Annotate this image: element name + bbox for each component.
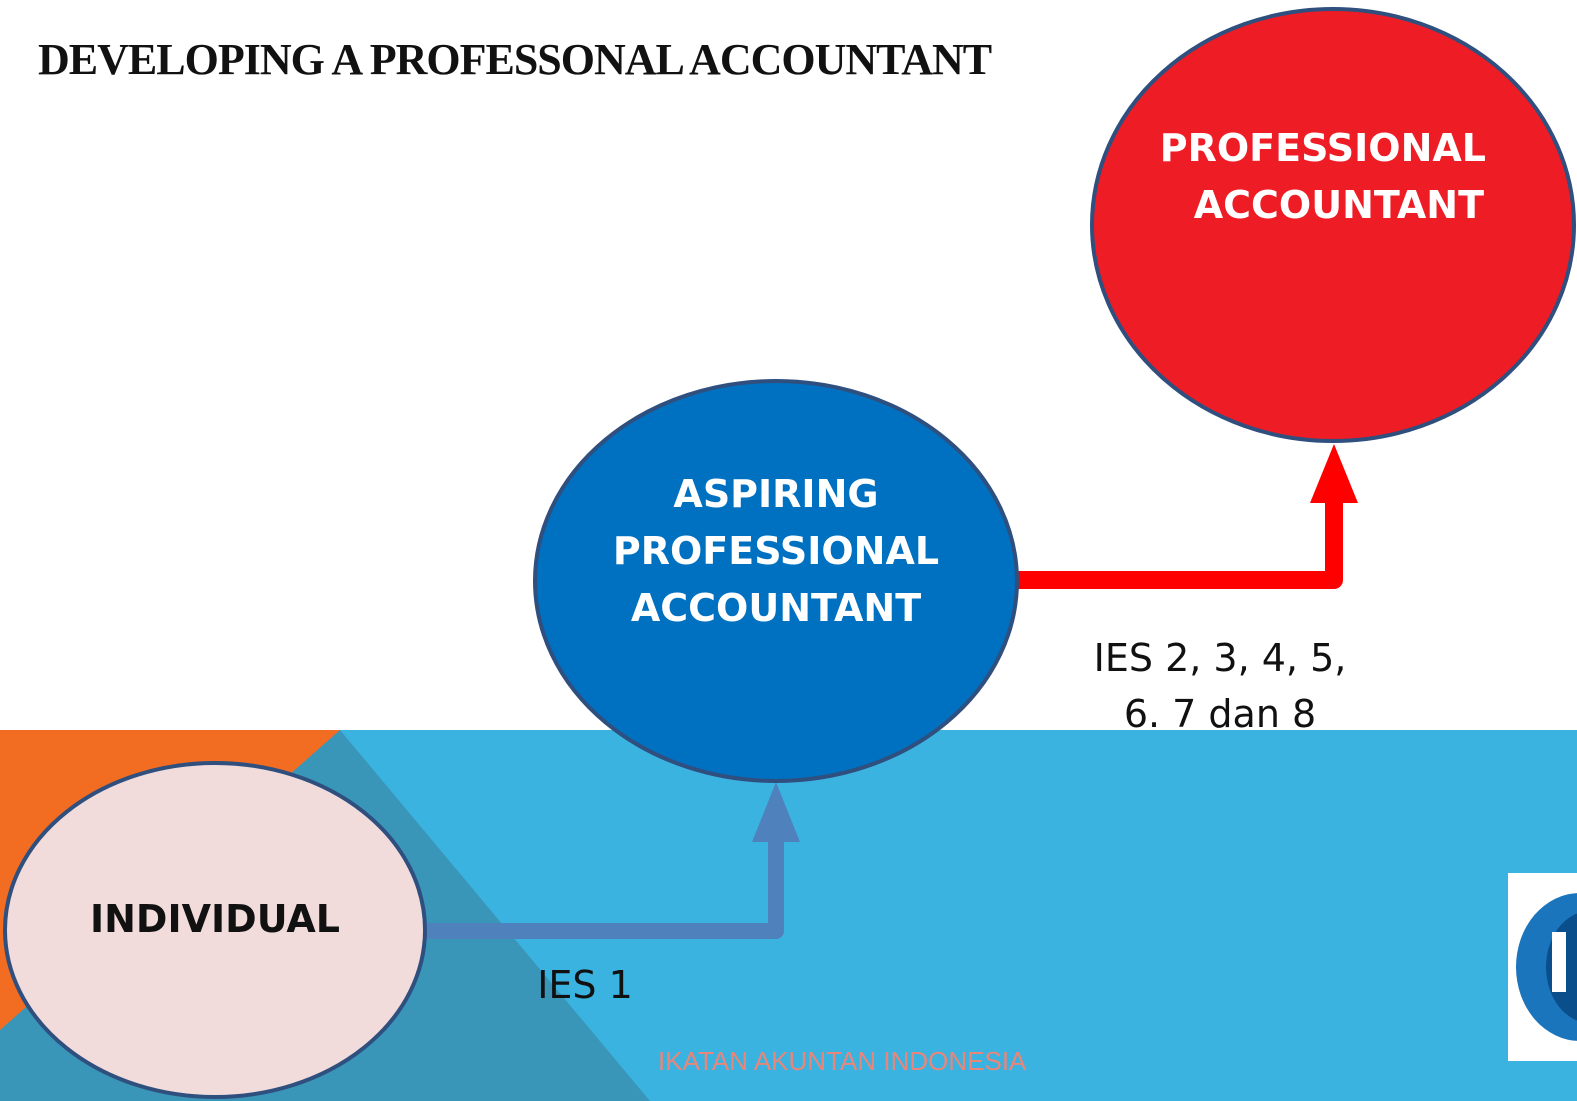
logo-letter-icon: [1552, 932, 1566, 992]
ies2to8-edge-label: IES 2, 3, 4, 5, 6. 7 dan 8: [1080, 630, 1360, 742]
aspiring-node-label-line: ASPIRING: [673, 472, 879, 516]
ies1-connector-line: [418, 840, 784, 939]
professional-node-label-line: ACCOUNTANT: [1193, 183, 1484, 227]
aspiring-node-label-line: PROFESSIONAL: [612, 529, 940, 573]
aspiring-node-label: ASPIRING PROFESSIONAL ACCOUNTANT: [586, 466, 966, 637]
professional-node-label: PROFESSIONAL ACCOUNTANT: [1150, 120, 1520, 234]
individual-node: [3, 761, 427, 1099]
aspiring-node: [533, 379, 1019, 783]
ies1-arrowhead: [752, 782, 800, 842]
professional-node: [1090, 7, 1576, 443]
page-title: DEVELOPING A PROFESSONAL ACCOUNTANT: [38, 35, 992, 84]
footer-text: IKATAN AKUNTAN INDONESIA: [658, 1046, 1027, 1076]
ies2to8-arrowhead: [1310, 444, 1358, 503]
ies2to8-connector-line: [1010, 500, 1343, 589]
ies2to8-edge-label-line: 6. 7 dan 8: [1123, 692, 1317, 736]
ies2to8-edge-label-line: IES 2, 3, 4, 5,: [1093, 636, 1347, 680]
individual-node-label: INDIVIDUAL: [89, 897, 341, 941]
professional-node-label-line: PROFESSIONAL: [1159, 126, 1486, 170]
aspiring-node-label-line: ACCOUNTANT: [630, 586, 922, 630]
ies1-edge-label: IES 1: [537, 963, 633, 1007]
